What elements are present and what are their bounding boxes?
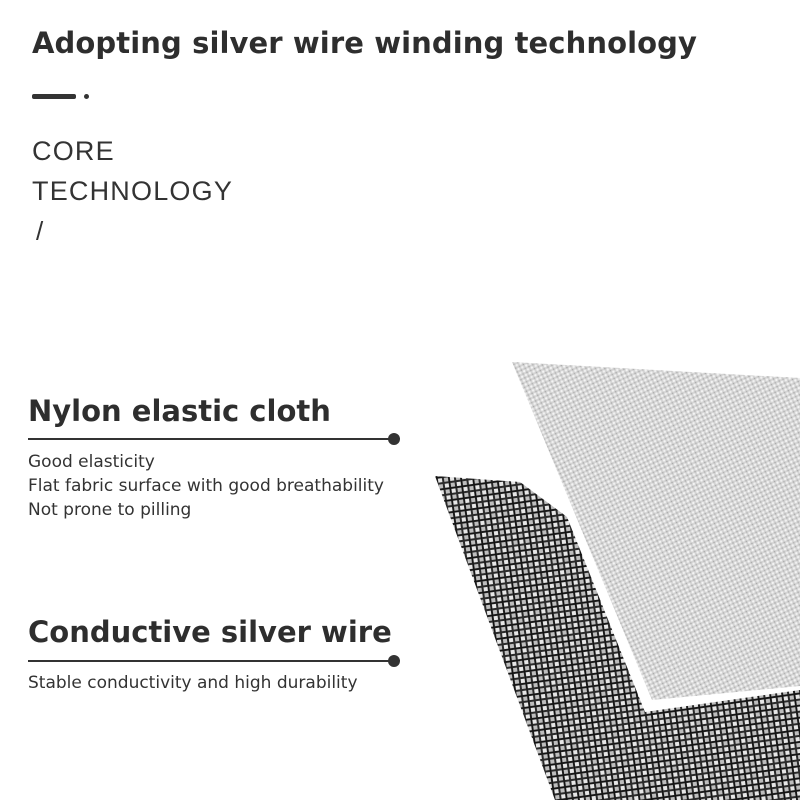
core-label-line2: TECHNOLOGY <box>32 176 234 206</box>
feature-description-silver-wire: Stable conductivity and high durability <box>28 671 358 695</box>
feature-desc-line: Flat fabric surface with good breathabil… <box>28 476 384 496</box>
feature-desc-line: Stable conductivity and high durability <box>28 673 358 693</box>
feature-title-silver-wire: Conductive silver wire <box>28 615 392 649</box>
core-slash: / <box>36 216 44 246</box>
feature-divider <box>28 438 394 440</box>
accent-dot <box>84 94 89 99</box>
feature-description-nylon: Good elasticity Flat fabric surface with… <box>28 450 384 522</box>
accent-dash <box>32 94 76 99</box>
feature-desc-line: Good elasticity <box>28 452 155 472</box>
feature-desc-line: Not prone to pilling <box>28 500 192 520</box>
nylon-cloth-layer <box>512 362 800 700</box>
feature-divider-dot <box>388 655 400 667</box>
feature-title-nylon: Nylon elastic cloth <box>28 394 331 428</box>
feature-divider-dot <box>388 433 400 445</box>
core-label-line1: CORE <box>32 136 115 166</box>
feature-divider <box>28 660 394 662</box>
headline: Adopting silver wire winding technology <box>32 26 698 60</box>
